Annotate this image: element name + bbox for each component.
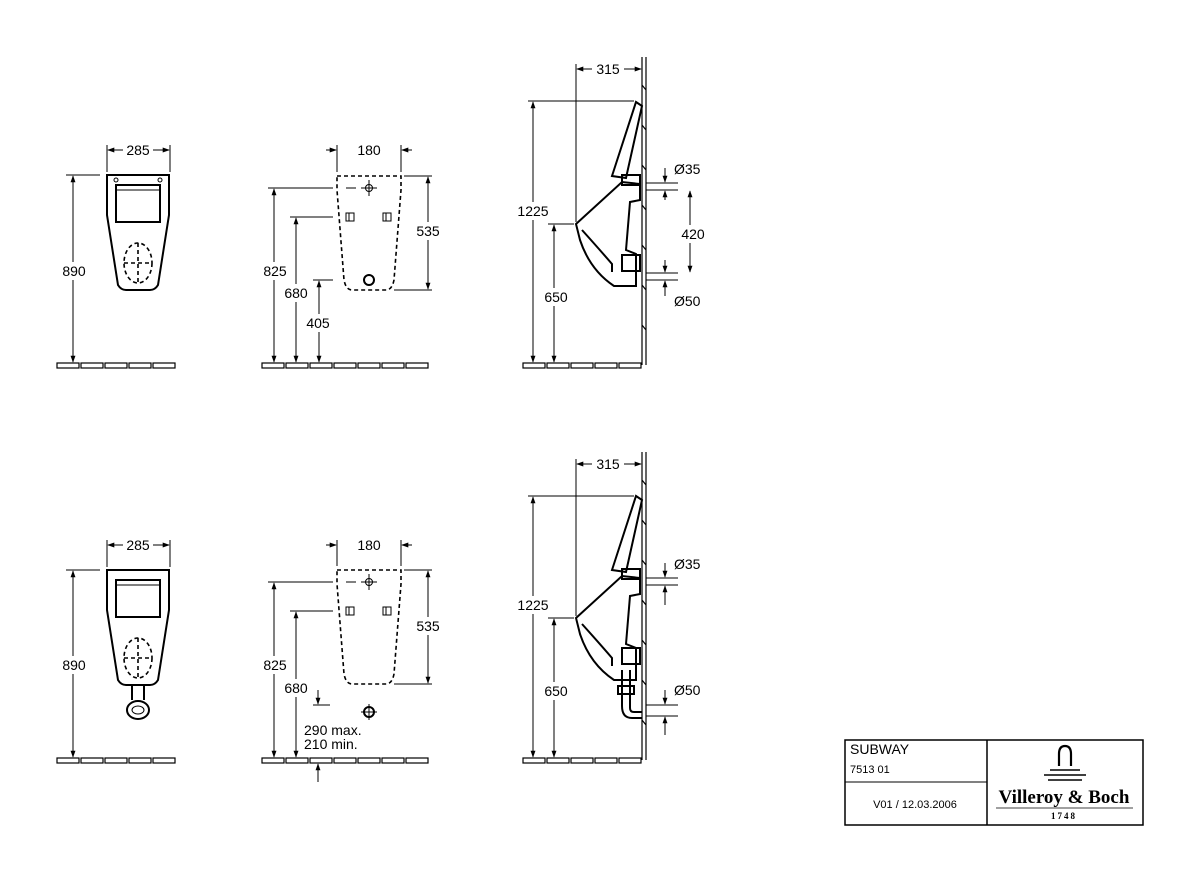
brand-year: 1748 bbox=[1051, 811, 1077, 821]
floor-line bbox=[56, 757, 176, 764]
inlet-outlet-spacing-dimension: 420 bbox=[681, 226, 705, 242]
article-number: 7513 01 bbox=[850, 764, 890, 776]
side-view-bottom: Ø35 Ø50 315 1225 650 bbox=[514, 452, 701, 764]
inlet-symbol bbox=[346, 180, 377, 196]
inlet-diameter-label: Ø35 bbox=[674, 161, 701, 177]
mount-height-dimension: 680 bbox=[284, 680, 308, 696]
front-view-top: 285 890 bbox=[56, 141, 176, 369]
width-dimension: 285 bbox=[126, 142, 150, 158]
title-block: SUBWAY 7513 01 V01 / 12.03.2006 Villeroy… bbox=[844, 739, 1144, 826]
floor-line bbox=[261, 757, 429, 764]
siphon-trap bbox=[126, 685, 150, 720]
rim-height-dimension: 650 bbox=[544, 289, 568, 305]
outlet-hole bbox=[363, 274, 375, 286]
depth-dimension: 315 bbox=[596, 456, 620, 472]
inlet-spacing-dimension: 180 bbox=[357, 537, 381, 553]
inlet-diameter-label: Ø35 bbox=[674, 556, 701, 572]
outlet-max-label: 290 max. bbox=[304, 722, 362, 738]
product-name: SUBWAY bbox=[850, 741, 910, 757]
wall bbox=[641, 452, 647, 760]
outlet-min-label: 210 min. bbox=[304, 736, 358, 752]
inlet-spacing-dimension: 180 bbox=[357, 142, 381, 158]
rear-view-bottom: 180 825 680 535 290 max. 210 min. bbox=[260, 537, 443, 782]
depth-dimension: 315 bbox=[596, 61, 620, 77]
outlet-span-dimension: 535 bbox=[416, 223, 440, 239]
floor-line bbox=[522, 362, 642, 369]
side-view-top: Ø35 420 Ø50 315 1225 650 bbox=[514, 57, 708, 369]
drain-symbol bbox=[123, 242, 153, 284]
drain-symbol bbox=[123, 637, 153, 679]
brand-name: Villeroy & Boch bbox=[999, 787, 1130, 808]
top-height-dimension: 1225 bbox=[517, 203, 548, 219]
floor-line bbox=[522, 757, 642, 764]
siphon-trap bbox=[617, 670, 642, 719]
front-view-bottom: 285 890 bbox=[56, 536, 176, 764]
height-dimension: 890 bbox=[62, 263, 86, 279]
floor-line bbox=[56, 362, 176, 369]
outlet-diameter-label: Ø50 bbox=[674, 293, 701, 309]
version-label: V01 / 12.03.2006 bbox=[873, 799, 957, 811]
floor-line bbox=[261, 362, 429, 369]
wall bbox=[641, 57, 647, 365]
villeroy-boch-logo-icon bbox=[1044, 744, 1086, 781]
rim-height-dimension: 650 bbox=[544, 683, 568, 699]
inlet-height-dimension: 825 bbox=[263, 657, 287, 673]
outlet-height-dimension: 405 bbox=[306, 315, 330, 331]
outlet-span-dimension: 535 bbox=[416, 618, 440, 634]
rear-outline bbox=[336, 175, 402, 291]
rear-outline bbox=[336, 569, 402, 685]
urinal-outline bbox=[106, 174, 170, 291]
rear-view-top: 180 825 680 405 535 bbox=[260, 142, 443, 369]
top-height-dimension: 1225 bbox=[517, 597, 548, 613]
urinal-outline bbox=[106, 569, 170, 686]
outlet-diameter-label: Ø50 bbox=[674, 682, 701, 698]
urinal-profile bbox=[610, 494, 644, 574]
height-dimension: 890 bbox=[62, 657, 86, 673]
urinal-profile bbox=[610, 100, 644, 180]
inlet-symbol bbox=[346, 574, 377, 590]
width-dimension: 285 bbox=[126, 537, 150, 553]
mount-height-dimension: 680 bbox=[284, 285, 308, 301]
inlet-height-dimension: 825 bbox=[263, 263, 287, 279]
